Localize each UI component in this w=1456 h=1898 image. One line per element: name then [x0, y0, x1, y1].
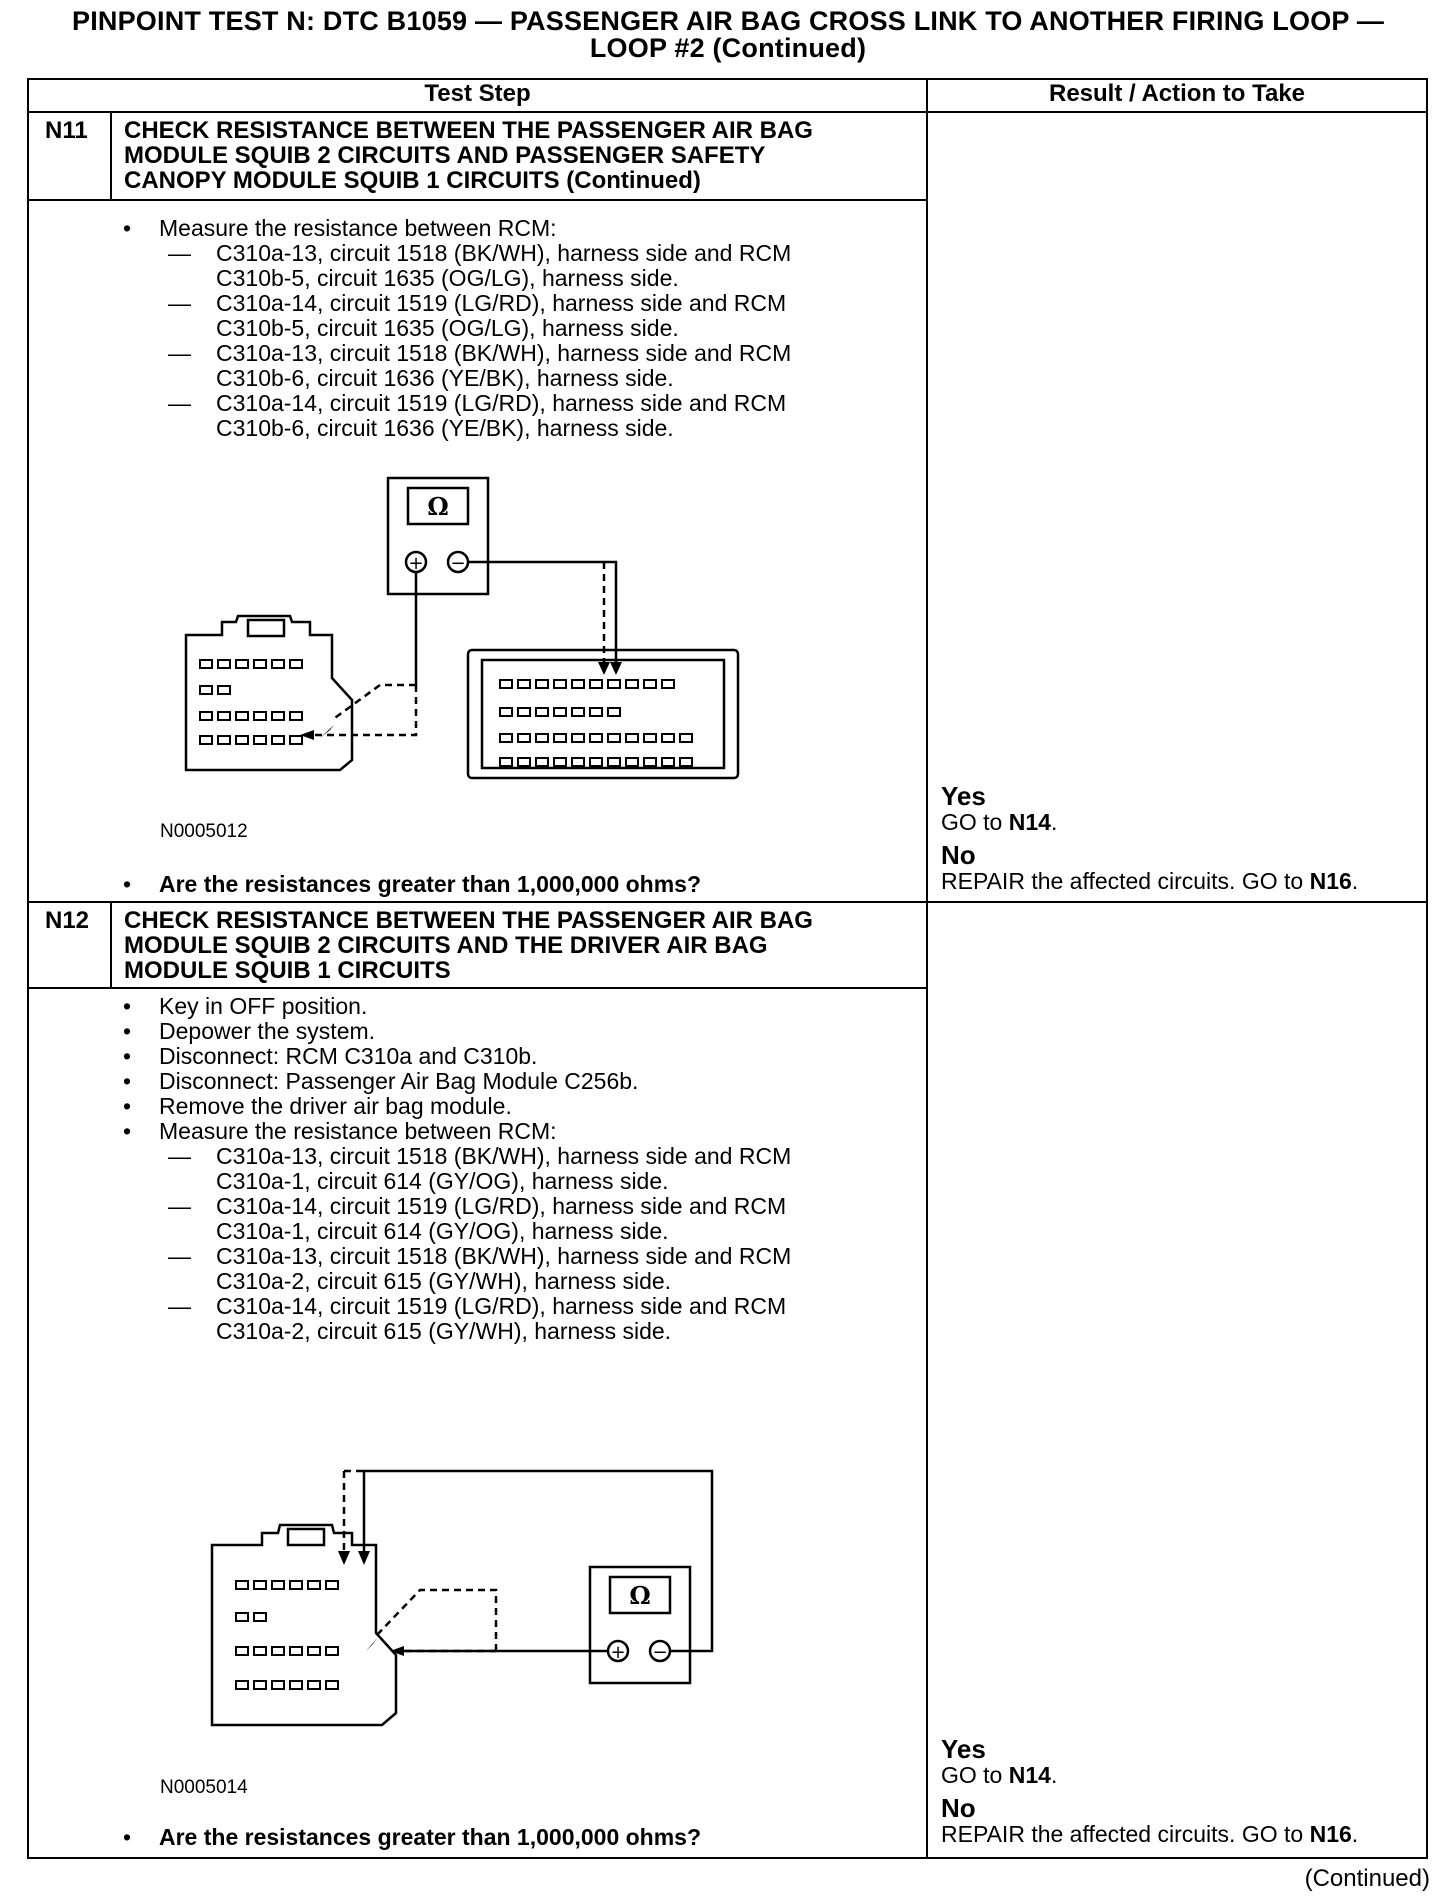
result-block: Yes GO to N14. No REPAIR the affected ci… — [941, 1734, 1359, 1847]
minus-lead — [362, 1469, 714, 1653]
ohm-symbol: Ω — [427, 492, 448, 521]
column-divider — [926, 78, 928, 1859]
left-pin-row-2 — [235, 1612, 267, 1622]
dash-mark: — — [168, 1193, 191, 1219]
no-label: No — [941, 1793, 976, 1823]
left-pin-row-3 — [199, 711, 303, 721]
dash-mark: — — [168, 290, 191, 316]
bullet-mark: • — [123, 1068, 132, 1094]
step-n11-id-divider — [110, 111, 112, 200]
left-pin-row-4 — [199, 735, 303, 745]
figure-n0005012-diagram: Ω + − — [184, 476, 740, 780]
step-id: N11 — [45, 117, 88, 144]
left-connector-body — [210, 1523, 398, 1727]
bullet-mark: • — [123, 993, 132, 1019]
step-title: CHECK RESISTANCE BETWEEN THE PASSENGER A… — [124, 908, 813, 983]
bullet-mark: • — [123, 871, 132, 897]
bullet-mark: • — [123, 1824, 132, 1850]
goto-link[interactable]: N14 — [1008, 809, 1051, 835]
step-title-line: MODULE SQUIB 2 CIRCUITS AND PASSENGER SA… — [124, 142, 766, 169]
figure-id: N0005012 — [160, 821, 248, 842]
yes-label: Yes — [941, 781, 986, 811]
connector-latch — [286, 1527, 326, 1547]
bullet-mark: • — [123, 1018, 132, 1044]
step-title-line: MODULE SQUIB 1 CIRCUITS — [124, 957, 451, 984]
figure-n0005014-diagram: Ω + − — [210, 1469, 714, 1727]
col-header-result: Result / Action to Take — [1048, 80, 1306, 107]
title-line-2: LOOP #2 (Continued) — [589, 33, 867, 63]
continued-footer: (Continued) — [1304, 1865, 1430, 1892]
no-label: No — [941, 840, 976, 870]
col-header-test-step: Test Step — [424, 80, 531, 107]
step-title-line: CHECK RESISTANCE BETWEEN THE PASSENGER A… — [124, 117, 813, 144]
left-pin-row-4 — [235, 1680, 339, 1690]
right-pin-row-1 — [499, 679, 675, 689]
ohmmeter-body — [588, 1565, 692, 1685]
step-title: CHECK RESISTANCE BETWEEN THE PASSENGER A… — [124, 118, 813, 193]
step-n12-id-divider — [110, 901, 112, 988]
right-pin-row-2 — [499, 707, 621, 717]
minus-sign: − — [652, 1642, 667, 1663]
step-title-line: CHECK RESISTANCE BETWEEN THE PASSENGER A… — [124, 907, 813, 934]
goto-link[interactable]: N16 — [1309, 868, 1352, 894]
dash-mark: — — [168, 1243, 191, 1269]
step-title-line: CANOPY MODULE SQUIB 1 CIRCUITS (Continue… — [124, 167, 701, 194]
plus-sign: + — [408, 553, 423, 574]
right-pin-row-4 — [499, 757, 693, 767]
header-divider — [27, 111, 1428, 113]
result-block: Yes GO to N14. No REPAIR the affected ci… — [941, 781, 1359, 894]
left-pin-row-3 — [235, 1646, 339, 1656]
bullet-mark: • — [123, 1118, 132, 1144]
step-title-line: MODULE SQUIB 2 CIRCUITS AND THE DRIVER A… — [124, 932, 768, 959]
right-connector-inner — [480, 658, 726, 770]
step-divider — [27, 901, 1428, 903]
minus-lead — [468, 560, 618, 665]
page-title: PINPOINT TEST N: DTC B1059 — PASSENGER A… — [0, 8, 1456, 62]
minus-sign: − — [450, 553, 465, 574]
ohmmeter-body — [386, 476, 490, 596]
ohmmeter-display — [608, 1575, 672, 1615]
step-id: N12 — [45, 907, 90, 934]
dash-mark: — — [168, 1293, 191, 1319]
left-pin-row-1 — [199, 659, 303, 669]
dash-mark: — — [168, 240, 191, 266]
figure-id: N0005014 — [160, 1777, 248, 1798]
pinpoint-test-table — [27, 78, 1428, 1859]
goto-link[interactable]: N16 — [1309, 1821, 1352, 1847]
left-pin-row-2 — [199, 685, 231, 695]
dash-mark: — — [168, 390, 191, 416]
ohm-symbol: Ω — [629, 1581, 650, 1610]
title-line-1: PINPOINT TEST N: DTC B1059 — PASSENGER A… — [71, 6, 1385, 36]
left-connector-body — [184, 614, 354, 772]
yes-label: Yes — [941, 1734, 986, 1764]
step-n12-title-divider — [27, 987, 928, 989]
connector-latch — [246, 618, 286, 638]
dash-mark: — — [168, 340, 191, 366]
ohmmeter-display — [406, 486, 470, 526]
bullet-mark: • — [123, 1043, 132, 1069]
left-pin-row-1 — [235, 1580, 339, 1590]
goto-link[interactable]: N14 — [1008, 1762, 1051, 1788]
plus-sign: + — [610, 1642, 625, 1663]
bullet-mark: • — [123, 1093, 132, 1119]
step-n11-title-divider — [27, 199, 928, 201]
bullet-mark: • — [123, 215, 132, 241]
right-pin-row-3 — [499, 733, 693, 743]
dash-mark: — — [168, 1143, 191, 1169]
